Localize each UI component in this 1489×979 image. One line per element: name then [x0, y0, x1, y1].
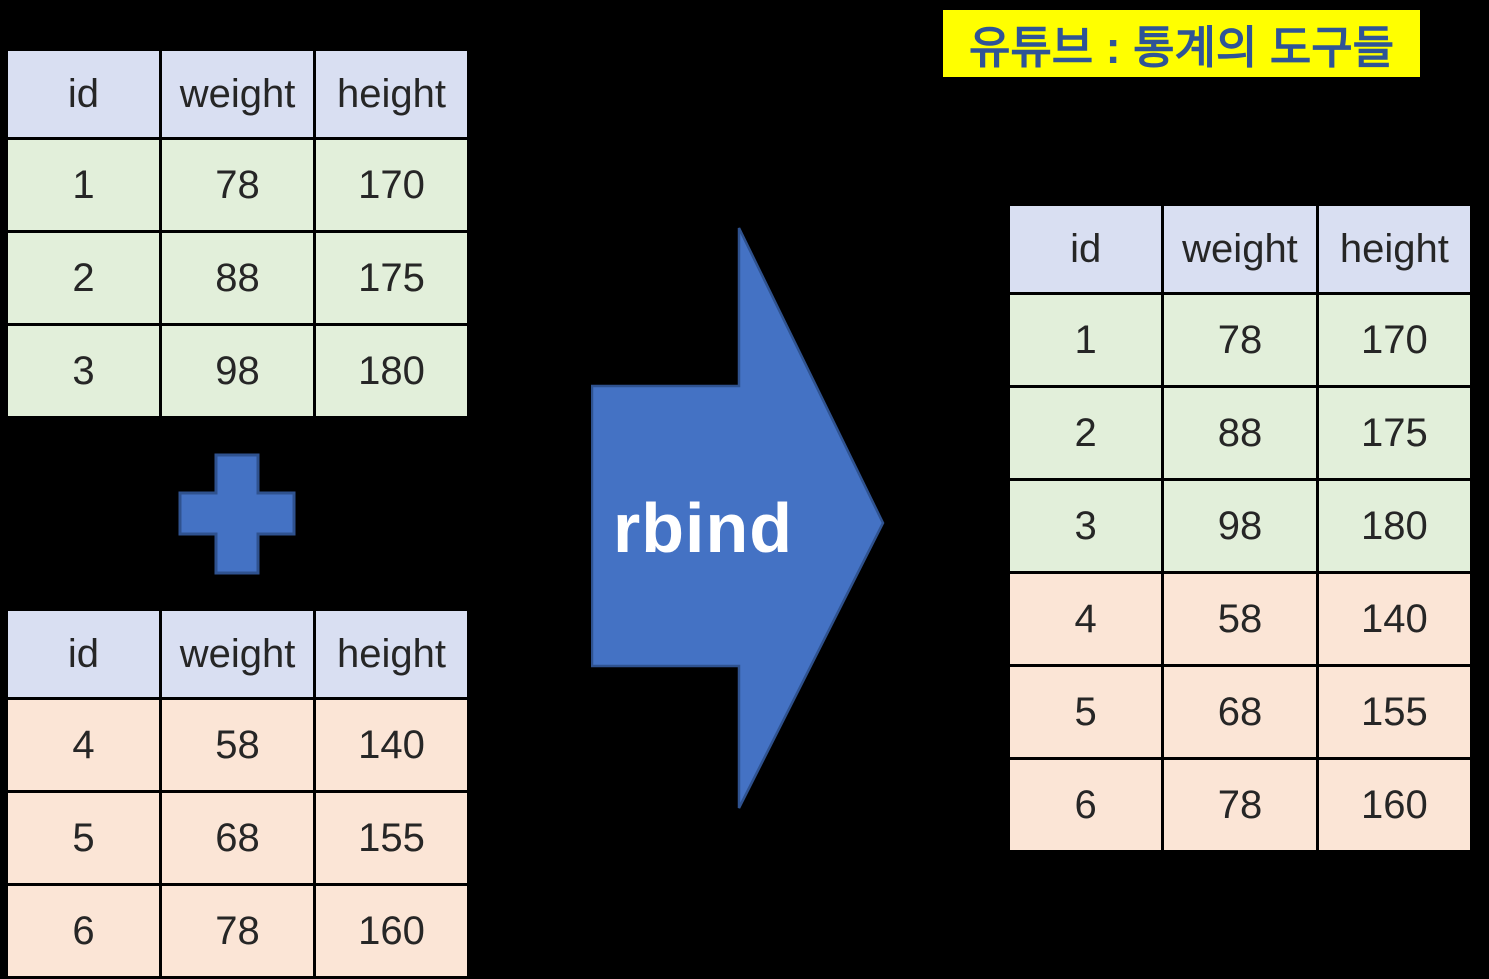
arrow-polygon — [591, 227, 885, 809]
table-cell: 2 — [5, 230, 162, 326]
table-cell: 1 — [5, 137, 162, 233]
table-cell: 78 — [1161, 292, 1319, 388]
plus-icon — [178, 453, 296, 575]
table-cell: 2 — [1006, 385, 1165, 481]
table-cell: 78 — [159, 137, 316, 233]
column-header-id: id — [5, 608, 162, 700]
column-header-height: height — [313, 608, 470, 700]
column-header-id: id — [1006, 203, 1165, 295]
table-cell: 175 — [1315, 385, 1474, 481]
table-cell: 78 — [1161, 757, 1319, 853]
column-header-height: height — [1315, 203, 1474, 295]
arrow-label: rbind — [613, 489, 793, 567]
table-cell: 4 — [5, 697, 162, 793]
table-cell: 98 — [1161, 478, 1319, 574]
table-cell: 160 — [313, 883, 470, 979]
banner-text: 유튜브 : 통계의 도구들 — [968, 22, 1395, 73]
table-cell: 180 — [313, 323, 470, 419]
table-cell: 88 — [1161, 385, 1319, 481]
column-header-weight: weight — [159, 48, 316, 140]
column-header-height: height — [313, 48, 470, 140]
table-cell: 140 — [1315, 571, 1474, 667]
table-cell: 68 — [159, 790, 316, 886]
table-cell: 180 — [1315, 478, 1474, 574]
column-header-weight: weight — [159, 608, 316, 700]
table-cell: 58 — [159, 697, 316, 793]
right-arrow-icon — [591, 227, 885, 809]
table-cell: 160 — [1315, 757, 1474, 853]
table-cell: 170 — [1315, 292, 1474, 388]
table-cell: 155 — [1315, 664, 1474, 760]
table-cell: 140 — [313, 697, 470, 793]
table-cell: 3 — [1006, 478, 1165, 574]
table-cell: 175 — [313, 230, 470, 326]
plus-polygon — [178, 453, 296, 575]
table-cell: 58 — [1161, 571, 1319, 667]
table-cell: 78 — [159, 883, 316, 979]
table-cell: 88 — [159, 230, 316, 326]
table-cell: 98 — [159, 323, 316, 419]
table-cell: 155 — [313, 790, 470, 886]
table-cell: 4 — [1006, 571, 1165, 667]
table-cell: 6 — [1006, 757, 1165, 853]
table-cell: 68 — [1161, 664, 1319, 760]
table-cell: 5 — [1006, 664, 1165, 760]
title-banner: 유튜브 : 통계의 도구들 — [943, 10, 1420, 77]
table-cell: 5 — [5, 790, 162, 886]
table-cell: 170 — [313, 137, 470, 233]
table-cell: 6 — [5, 883, 162, 979]
column-header-weight: weight — [1161, 203, 1319, 295]
table-cell: 1 — [1006, 292, 1165, 388]
column-header-id: id — [5, 48, 162, 140]
table-cell: 3 — [5, 323, 162, 419]
